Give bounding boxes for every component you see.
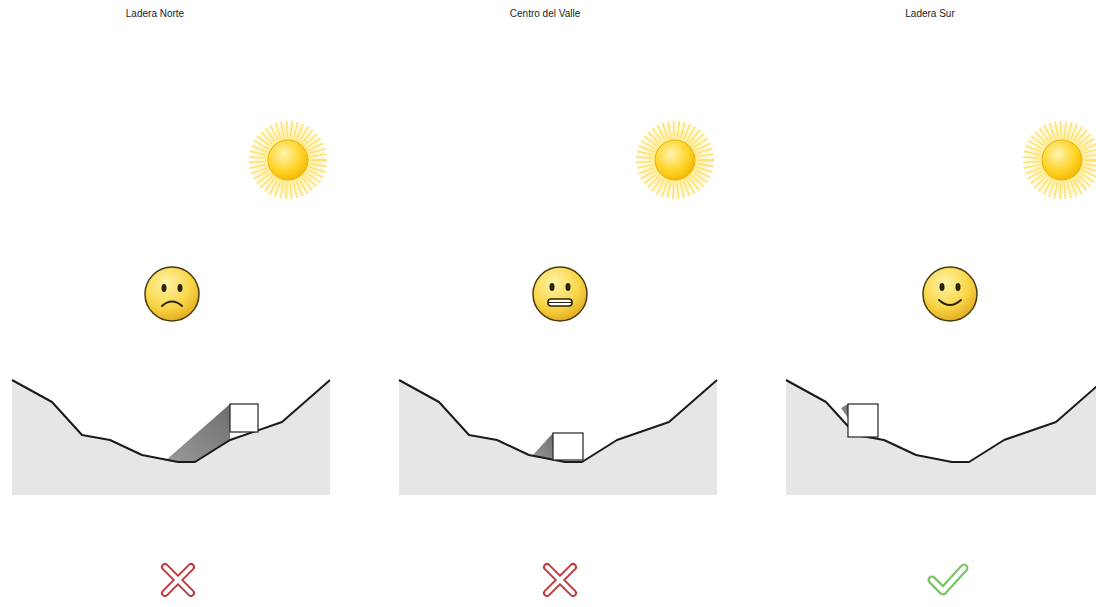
face <box>533 267 587 321</box>
panel-title: Centro del Valle <box>510 8 580 19</box>
cross-inner <box>547 567 573 593</box>
cross-mark <box>165 567 191 593</box>
cross-mark <box>547 567 573 593</box>
panel <box>12 118 330 593</box>
mouth <box>162 302 182 307</box>
sun-glow <box>1020 118 1096 202</box>
happy-face <box>923 267 977 321</box>
face <box>923 267 977 321</box>
cross-outline <box>165 567 191 593</box>
house <box>848 404 878 437</box>
eye <box>566 283 571 291</box>
sun-glow <box>633 118 717 202</box>
cross-inner <box>165 567 191 593</box>
sun-rays <box>1031 129 1093 191</box>
check-inner <box>932 568 964 591</box>
house <box>553 433 583 460</box>
cross-outline <box>547 567 573 593</box>
neutral-face <box>533 267 587 321</box>
check-outline <box>932 568 964 591</box>
face <box>145 267 199 321</box>
panel <box>399 118 717 593</box>
sun-rays <box>644 129 706 191</box>
panel <box>786 118 1096 591</box>
mouth <box>939 300 961 305</box>
panel-title: Ladera Norte <box>126 8 184 19</box>
teeth-line <box>548 302 572 303</box>
check-mark <box>932 568 964 591</box>
eye <box>550 283 555 291</box>
house-shadow <box>841 404 848 418</box>
eye <box>956 283 961 291</box>
valley-ground <box>786 380 1096 495</box>
sun-rays <box>257 129 319 191</box>
valley-ground <box>399 380 717 495</box>
mouth <box>548 299 572 306</box>
valley-profile <box>399 380 717 462</box>
sun <box>1042 140 1082 180</box>
valley-profile <box>12 380 330 462</box>
sun-glow <box>246 118 330 202</box>
sad-face <box>145 267 199 321</box>
house <box>230 404 258 432</box>
sun <box>655 140 695 180</box>
panel-title: Ladera Sur <box>905 8 954 19</box>
valley-profile <box>786 380 1096 462</box>
house-shadow <box>165 404 230 462</box>
eye <box>162 284 167 292</box>
eye <box>940 283 945 291</box>
eye <box>178 284 183 292</box>
sun <box>268 140 308 180</box>
valley-ground <box>12 380 330 495</box>
